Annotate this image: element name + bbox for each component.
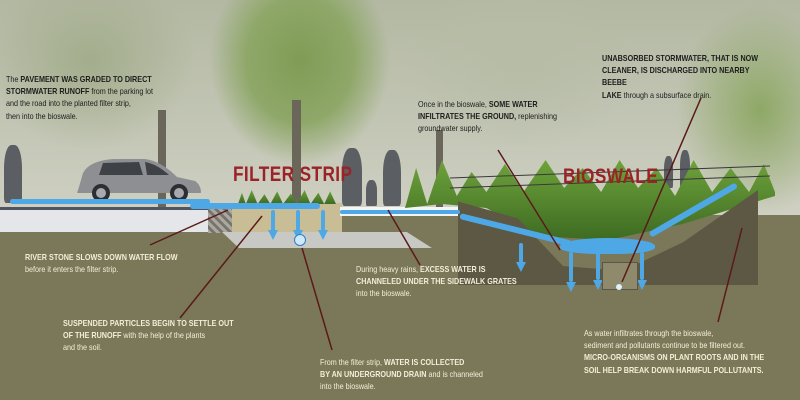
annotation-line: INFILTRATES THE GROUND, replenishing [418, 111, 558, 122]
tree-trunk [292, 100, 301, 205]
infiltration-arrow [637, 280, 647, 290]
annotation-line: before it enters the filter strip. [25, 264, 119, 275]
subsurface-drain-box [602, 262, 638, 290]
annotation-line: SOIL HELP BREAK DOWN HARMFUL POLLUTANTS. [584, 364, 764, 375]
annotation-line: then into the bioswale. [6, 110, 78, 121]
annotation-line: LAKE through a subsurface drain. [602, 89, 712, 100]
annotation-line: The PAVEMENT WAS GRADED TO DIRECT [6, 74, 152, 84]
railing [450, 165, 771, 189]
runoff-flow [190, 203, 320, 209]
infiltration-stream [271, 210, 275, 232]
annotation-line: sediment and pollutants continue to be f… [584, 340, 745, 351]
pedestrian-silhouette [4, 145, 22, 203]
infiltration-arrow [268, 230, 278, 240]
infiltration-arrow [593, 280, 603, 290]
drain-pipe [294, 234, 306, 246]
annotation-line: CHANNELED UNDER THE SIDEWALK GRATES [356, 276, 517, 287]
infiltration-arrow [318, 230, 328, 240]
tree-trunk [158, 110, 166, 208]
infiltration-stream [296, 210, 300, 232]
annotation-micro-organisms: As water infiltrates through the bioswal… [584, 327, 764, 376]
infiltration-stream [321, 210, 325, 232]
annotation-line: During heavy rains, EXCESS WATER IS [356, 264, 486, 274]
annotation-line: As water infiltrates through the bioswal… [584, 328, 714, 338]
runoff-flow [10, 199, 210, 204]
annotation-line: MICRO-ORGANISMS ON PLANT ROOTS AND IN TH… [584, 352, 765, 363]
annotation-line: STORMWATER RUNOFF from the parking lot [6, 86, 154, 97]
annotation-suspended: SUSPENDED PARTICLES BEGIN TO SETTLE OUT O… [63, 317, 234, 354]
annotation-heavy-rains: During heavy rains, EXCESS WATER IS CHANN… [356, 263, 517, 300]
subsurface-drain-pipe [616, 284, 622, 290]
bioswale-pool [560, 238, 655, 254]
annotation-line: Once in the bioswale, SOME WATER [418, 99, 538, 109]
runoff-flow [340, 210, 460, 214]
car-illustration [77, 159, 201, 202]
annotation-line: groundwater supply. [418, 123, 483, 134]
annotation-line: RIVER STONE SLOWS DOWN WATER FLOW [25, 252, 178, 262]
annotation-pavement: The PAVEMENT WAS GRADED TO DIRECT STORMWA… [6, 73, 153, 122]
infiltration-arrow [566, 282, 576, 292]
family-silhouette [366, 180, 377, 206]
family-silhouette [342, 148, 362, 206]
annotation-line: into the bioswale. [356, 288, 412, 299]
annotation-line: SUSPENDED PARTICLES BEGIN TO SETTLE OUT [63, 318, 234, 328]
annotation-line: and the soil. [63, 342, 102, 353]
filter-strip-label: FILTER STRIP [233, 163, 353, 186]
annotation-line: CLEANER, IS DISCHARGED INTO NEARBY BEEBE [602, 65, 750, 88]
bioswale-label: BIOSWALE [563, 165, 659, 188]
annotation-collected: From the filter strip, WATER IS COLLECTE… [320, 356, 483, 393]
infiltration-stream [569, 252, 573, 282]
annotation-line: BY AN UNDERGROUND DRAIN and is channeled [320, 369, 483, 380]
annotation-unabsorbed: UNABSORBED STORMWATER, THAT IS NOW CLEANE… [602, 52, 772, 101]
road-pavement [0, 207, 215, 232]
family-silhouette [383, 150, 401, 206]
infiltration-stream [640, 252, 644, 280]
annotation-line: UNABSORBED STORMWATER, THAT IS NOW [602, 53, 759, 63]
infiltration-stream [596, 252, 600, 280]
infiltration-arrow [516, 262, 526, 272]
annotation-line: and the road into the planted filter str… [6, 98, 131, 109]
annotation-line: From the filter strip, WATER IS COLLECTE… [320, 357, 465, 367]
annotation-line: OF THE RUNOFF with the help of the plant… [63, 330, 206, 341]
annotation-line: into the bioswale. [320, 381, 376, 392]
annotation-river-stone: RIVER STONE SLOWS DOWN WATER FLOW before … [25, 251, 178, 275]
infiltration-stream [519, 243, 523, 263]
annotation-infiltrates: Once in the bioswale, SOME WATER INFILTRA… [418, 98, 557, 135]
